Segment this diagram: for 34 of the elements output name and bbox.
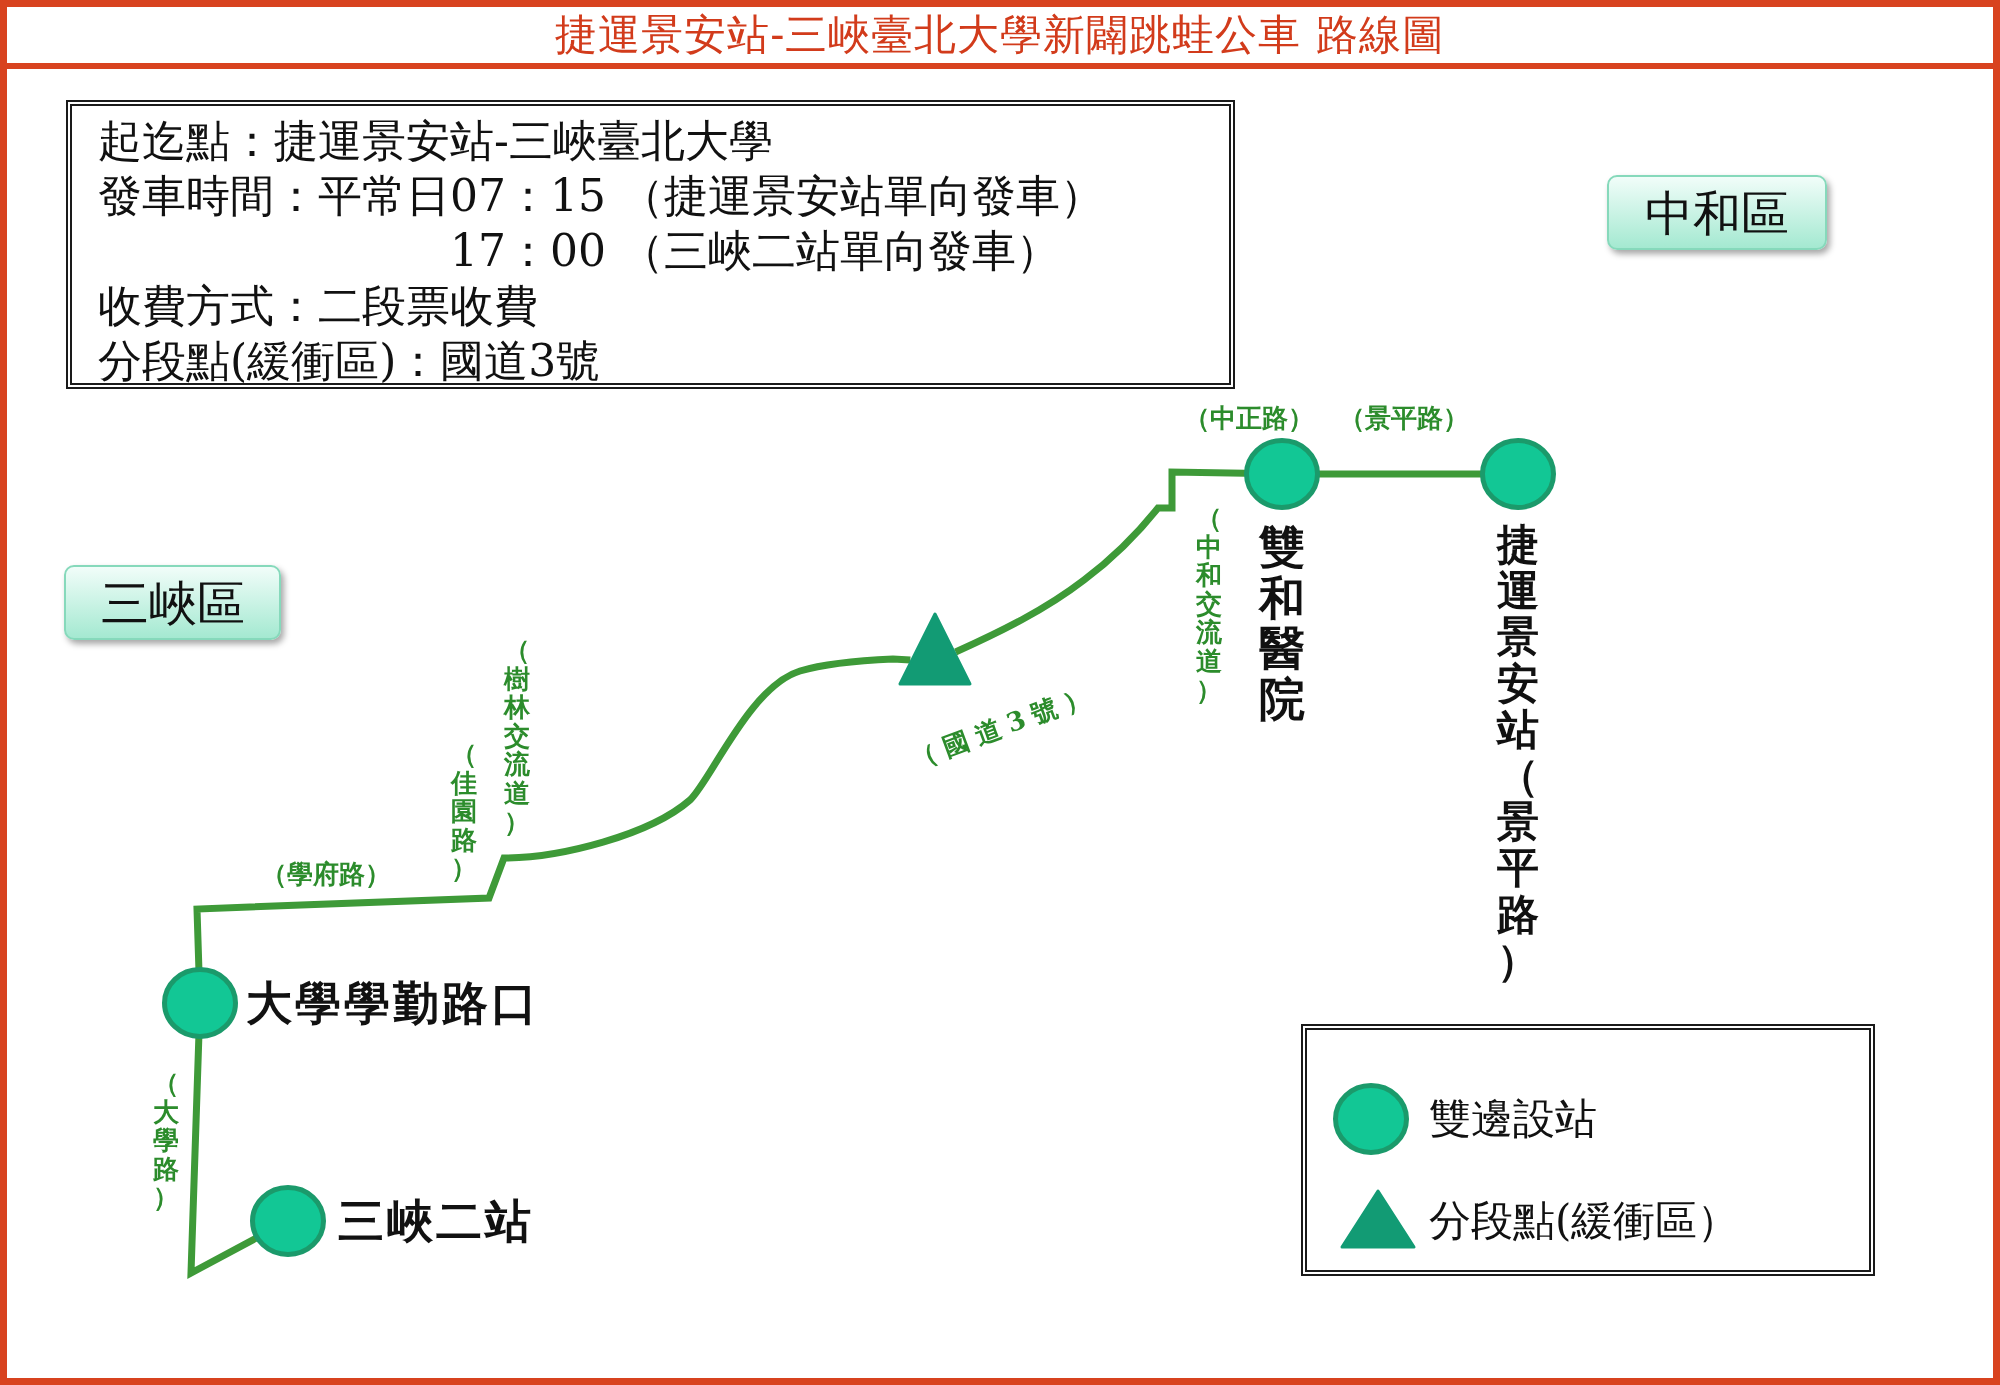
route-line [187,1037,258,1279]
section-point-triangle [897,612,973,686]
route-line [193,655,911,969]
bus-stop-circle [1480,438,1556,510]
district-name: 中和區 [1645,184,1789,241]
road-label: （中和交流道） [1196,504,1222,705]
info-line: 起迄點：捷運景安站-三峽臺北大學 [98,114,774,168]
road-label: （學府路） [261,859,391,889]
stop-name: 大學學勤路口 [246,975,540,1031]
info-line: 分段點(緩衝區)：國道3號 [98,334,602,388]
stop-name: 三峽二站 [338,1193,534,1249]
legend-label: 雙邊設站 [1429,1094,1597,1144]
bus-stop-circle [162,967,238,1039]
road-label: （佳園路） [451,740,477,883]
info-line: 收費方式：二段票收費 [98,279,539,333]
legend-label: 分段點(緩衝區） [1429,1196,1740,1246]
diagram-title: 捷運景安站-三峽臺北大學新闢跳蛙公車 路線圖 [555,10,1445,60]
road-label: （景平路） [1339,403,1469,433]
stop-name: 雙和醫院 [1259,522,1305,725]
road-label: （國道3號） [907,678,1101,774]
info-panel [66,100,1235,389]
road-label: （樹林交流道） [504,636,530,837]
route-line [1319,470,1481,478]
district-label-box [64,565,281,640]
bus-stop-circle [1244,438,1320,510]
road-label: （中正路） [1184,403,1314,433]
route-line [954,468,1246,656]
stop-name: 捷運景安站（景平路） [1497,522,1539,984]
bus-stop-circle [250,1185,326,1257]
district-label-box [1607,175,1827,250]
info-line: 發車時間：平常日07：15 （捷運景安站單向發車） [98,169,1105,223]
info-line: 17：00 （三峽二站單向發車） [449,224,1061,278]
district-name: 三峽區 [100,574,245,631]
road-label: （大學路） [153,1069,179,1212]
